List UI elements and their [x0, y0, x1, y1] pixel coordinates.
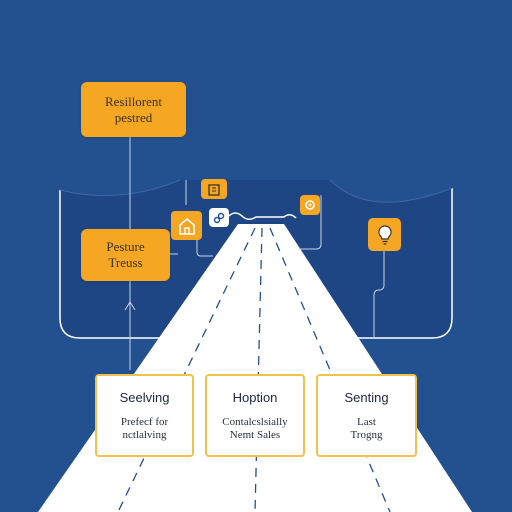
home-icon — [171, 211, 202, 240]
info-card-2-line2: Nemt Sales — [229, 429, 281, 441]
info-card-1: Seelving Prefecf for nctlalving — [95, 374, 194, 457]
info-card-3: Senting Last Trogng — [316, 374, 417, 457]
connector-arrowhead — [124, 301, 136, 311]
label-tag-middle-line2: Treuss — [108, 255, 143, 270]
horizon-line-left — [59, 179, 181, 197]
label-tag-top-line2: pestred — [114, 109, 153, 125]
info-card-3-line1: Last — [357, 416, 376, 428]
info-card-2-title: Hoption — [232, 390, 278, 405]
connector-squiggle — [228, 212, 297, 220]
info-card-1-title: Seelving — [119, 390, 170, 405]
connector-bulb — [373, 250, 385, 338]
info-card-3-line2: Trogng — [350, 429, 383, 441]
connector-right-icon — [298, 195, 322, 250]
connector-left-icon — [196, 236, 213, 257]
label-tag-middle: Pesture Treuss — [81, 229, 170, 281]
horizon-line-right — [329, 179, 453, 203]
info-card-2-body: Contalcslsially Nemt Sales — [207, 416, 303, 442]
info-card-1-line1: Prefecf for — [120, 416, 169, 428]
info-card-2: Hoption Contalcslsially Nemt Sales — [205, 374, 305, 457]
info-card-2-line1: Contalcslsially — [222, 416, 288, 428]
info-card-3-title: Senting — [344, 390, 389, 405]
info-card-1-body: Prefecf for nctlalving — [97, 416, 192, 442]
info-card-3-body: Last Trogng — [318, 416, 415, 442]
link-icon — [209, 208, 229, 227]
label-tag-top: Resillorent pestred — [81, 82, 186, 137]
settings-icon — [300, 195, 320, 215]
road-lane-left — [117, 227, 256, 512]
label-tag-middle-line1: Pesture — [106, 239, 145, 254]
info-card-1-line2: nctlalving — [122, 429, 167, 441]
label-tag-top-line1: Resillorent — [104, 93, 163, 109]
road-lane-right — [269, 227, 391, 512]
lightbulb-icon — [368, 218, 401, 251]
building-icon — [201, 179, 227, 199]
